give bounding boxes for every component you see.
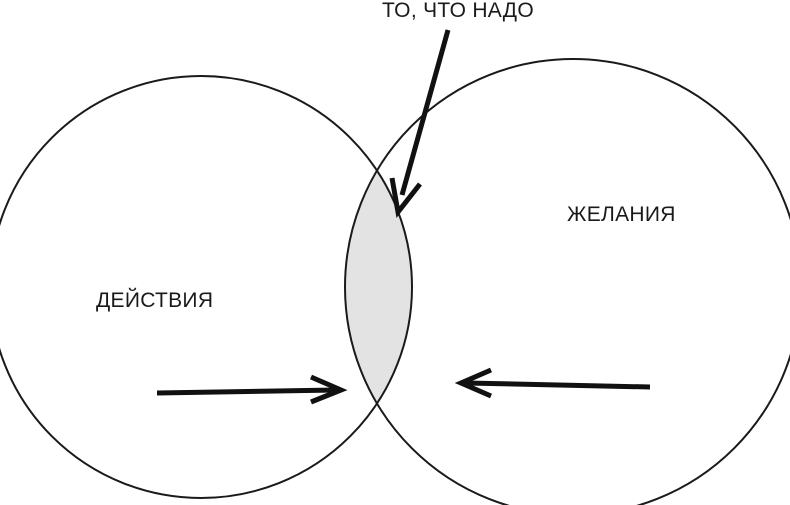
arrow-down-icon — [389, 29, 451, 218]
circle-desires — [344, 58, 790, 505]
intersection-label: ТО, ЧТО НАДО — [382, 0, 534, 22]
circle-actions — [0, 75, 413, 499]
circle-actions-label: ДЕЙСТВИЯ — [96, 288, 213, 312]
arrow-right-icon — [156, 374, 348, 405]
arrow-left-icon — [454, 367, 651, 399]
circle-desires-label: ЖЕЛАНИЯ — [567, 203, 676, 226]
